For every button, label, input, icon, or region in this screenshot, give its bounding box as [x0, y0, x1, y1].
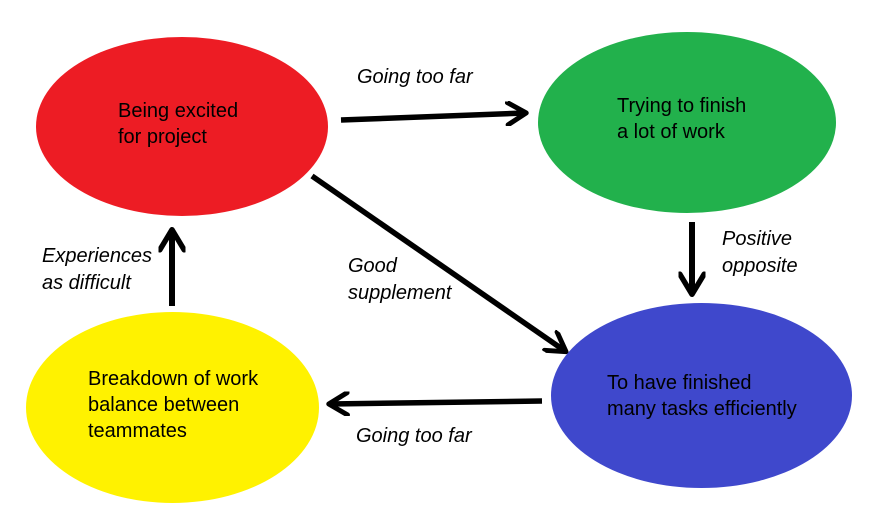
edge-label-experiences-as-difficult: Experiences as difficult [42, 245, 153, 294]
node-being-excited [36, 37, 328, 216]
node-trying-to-finish [538, 32, 836, 213]
node-breakdown-of-work-label: Breakdown of work balance between teamma… [88, 368, 259, 442]
node-breakdown-of-work [26, 312, 319, 503]
node-trying-to-finish-label: Trying to finish a lot of work [617, 95, 747, 143]
arrow-excited-to-trying [340, 113, 525, 120]
edge-label-going-too-far-bottom: Going too far [356, 425, 472, 447]
arrow-excited-to-finished [310, 173, 565, 351]
edge-label-positive-opposite: Positive opposite [722, 228, 798, 277]
edge-label-good-supplement: Good supplement [348, 255, 452, 304]
node-finished-tasks-label: To have finished many tasks efficiently [607, 372, 797, 420]
edge-label-going-too-far-top: Going too far [357, 66, 473, 88]
arrow-finished-to-breakdown [330, 401, 543, 404]
node-being-excited-label: Being excited for project [118, 100, 239, 148]
node-finished-tasks [551, 303, 852, 488]
